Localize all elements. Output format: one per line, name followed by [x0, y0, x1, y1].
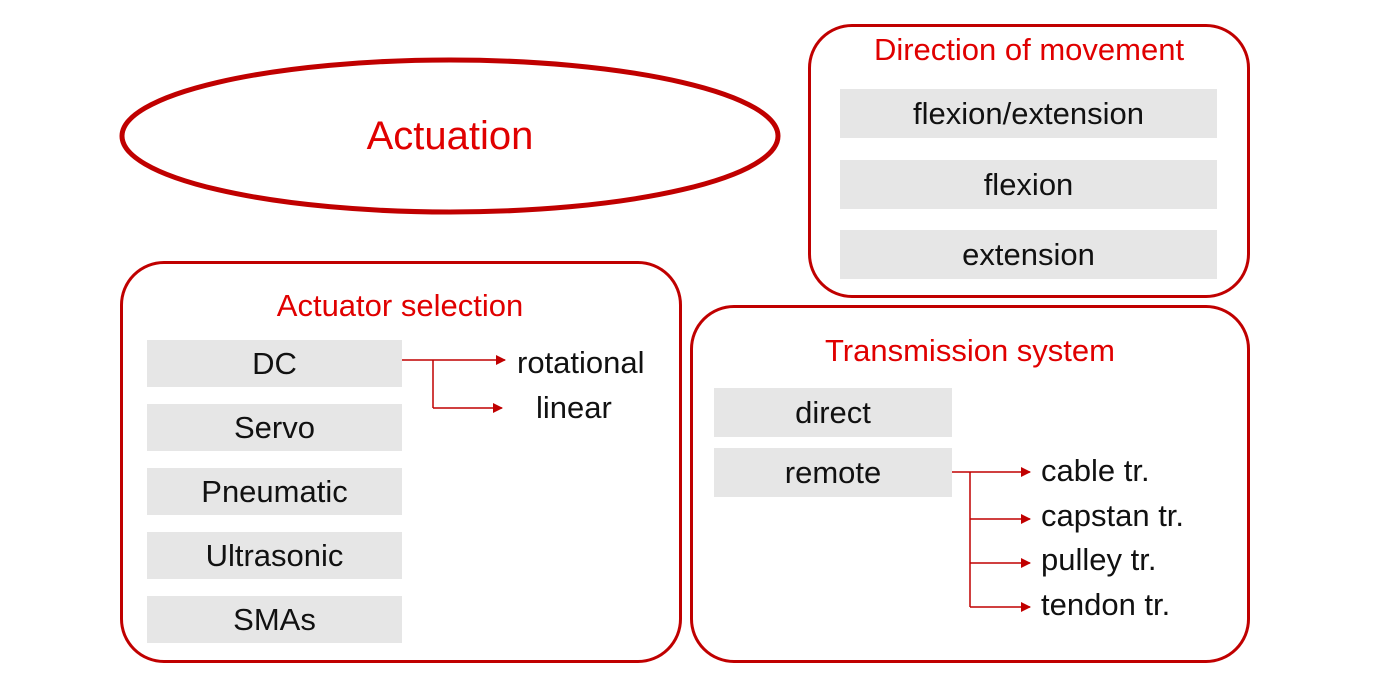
actuator-title: Actuator selection — [276, 288, 524, 323]
remote-type-pulley: pulley tr. — [1041, 542, 1157, 577]
main-title: Actuation — [366, 114, 534, 158]
transmission-title: Transmission system — [825, 333, 1115, 368]
direction-item-flexion-extension: flexion/extension — [840, 89, 1217, 138]
transmission-item-direct: direct — [714, 388, 952, 437]
remote-type-capstan: capstan tr. — [1041, 498, 1185, 533]
direction-item-extension: extension — [840, 230, 1217, 279]
remote-type-tendon: tendon tr. — [1041, 587, 1171, 622]
actuator-item-ultrasonic: Ultrasonic — [147, 532, 402, 579]
actuator-item-smas: SMAs — [147, 596, 402, 643]
direction-title: Direction of movement — [873, 32, 1185, 67]
remote-type-cable: cable tr. — [1041, 453, 1150, 488]
transmission-item-remote: remote — [714, 448, 952, 497]
actuator-item-pneumatic: Pneumatic — [147, 468, 402, 515]
direction-item-flexion: flexion — [840, 160, 1217, 209]
actuator-item-dc: DC — [147, 340, 402, 387]
dc-type-rotational: rotational — [517, 345, 645, 380]
actuator-item-servo: Servo — [147, 404, 402, 451]
dc-type-linear: linear — [536, 390, 612, 425]
actuation-ellipse — [119, 57, 781, 215]
